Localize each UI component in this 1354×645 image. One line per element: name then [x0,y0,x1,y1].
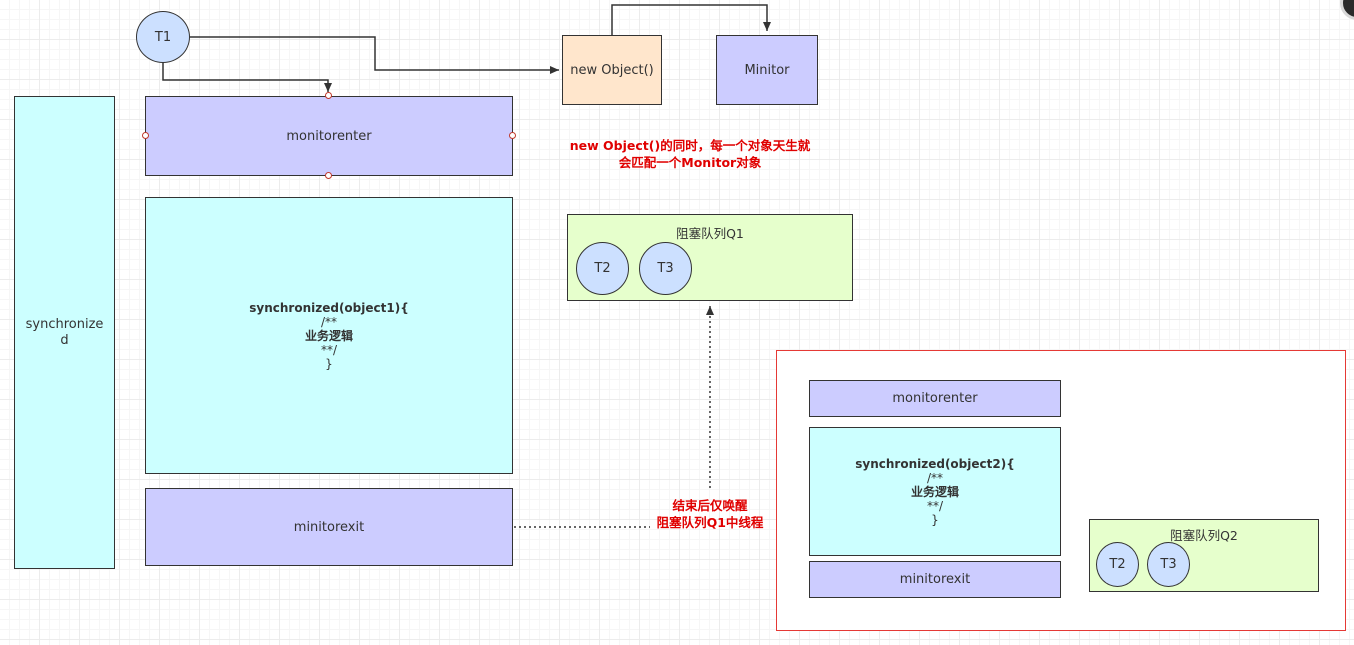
queue-q2[interactable]: 阻塞队列Q2 T2 T3 [1089,519,1319,592]
group2-monitorexit-box[interactable]: minitorexit [809,561,1061,598]
queue-q1-thread-t3[interactable]: T3 [639,242,692,295]
group2-monitorenter-label: monitorenter [892,391,978,406]
sync-block-object1[interactable]: synchronized(object1){ /** 业务逻辑 **/ } [145,197,513,474]
monitor-note-line1: new Object()的同时，每一个对象天生就 [569,138,811,153]
corner-widget[interactable] [1340,0,1354,20]
selection-handle-top[interactable] [325,92,332,99]
sync-block-line5: } [325,356,333,371]
group2-monitorenter-box[interactable]: monitorenter [809,380,1061,417]
new-object-box[interactable]: new Object() [562,35,662,105]
group2-sync-line5: } [931,512,939,527]
queue-q1[interactable]: 阻塞队列Q1 T2 T3 [567,214,853,301]
synchronized-bar[interactable]: synchronize d [14,96,115,569]
sync-block-line2: /** [320,314,338,329]
queue-q1-title: 阻塞队列Q1 [676,226,744,241]
group2-sync-line1: synchronized(object2){ [855,456,1015,471]
monitor-label: Minitor [744,62,790,78]
monitorenter-label: monitorenter [286,128,372,144]
group2-sync-line3: 业务逻辑 [910,484,959,499]
group2-sync-line2: /** [926,470,944,485]
monitorexit-label: minitorexit [293,519,365,535]
group2-sync-line4: **/ [926,498,944,513]
monitorexit-box[interactable]: minitorexit [145,488,513,566]
queue-q2-thread-t3-label: T3 [1160,557,1177,572]
synchronized-bar-label: synchronize d [25,316,104,348]
queue-q2-thread-t2[interactable]: T2 [1096,542,1139,587]
wake-note-line2: 阻塞队列Q1中线程 [656,515,764,530]
selection-handle-right[interactable] [509,132,516,139]
group2-monitorexit-label: minitorexit [899,572,971,587]
monitor-note-line2: 会匹配一个Monitor对象 [618,155,762,170]
t1-to-monitorenter-arrow [162,62,332,92]
thread-t1-label: T1 [154,29,172,45]
monitor-box[interactable]: Minitor [716,35,818,105]
new-object-to-monitor-arrow [611,4,771,35]
queue-q2-thread-t2-label: T2 [1109,557,1126,572]
monitor-note[interactable]: new Object()的同时，每一个对象天生就 会匹配一个Monitor对象 [560,137,820,171]
wake-note[interactable]: 结束后仅唤醒 阻塞队列Q1中线程 [640,497,780,531]
queue-q1-thread-t2-label: T2 [594,261,611,276]
group2-sync-block-object2[interactable]: synchronized(object2){ /** 业务逻辑 **/ } [809,427,1061,556]
sync-block-line3: 业务逻辑 [304,328,353,343]
thread-t1-node[interactable]: T1 [136,11,190,63]
queue-q1-thread-t3-label: T3 [657,261,674,276]
sync-block-line1: synchronized(object1){ [249,300,409,315]
sync-block-line4: **/ [320,342,338,357]
queue-q2-thread-t3[interactable]: T3 [1147,542,1190,587]
selection-handle-left[interactable] [142,132,149,139]
monitorenter-box[interactable]: monitorenter [145,96,513,176]
selection-handle-bottom[interactable] [325,172,332,179]
t1-to-new-object-arrow [190,36,559,74]
queue-q1-thread-t2[interactable]: T2 [576,242,629,295]
new-object-label: new Object() [570,62,654,78]
queue-q2-title: 阻塞队列Q2 [1170,528,1238,543]
group2-frame[interactable]: monitorenter synchronized(object2){ /** … [776,350,1346,631]
wake-note-line1: 结束后仅唤醒 [672,498,748,513]
